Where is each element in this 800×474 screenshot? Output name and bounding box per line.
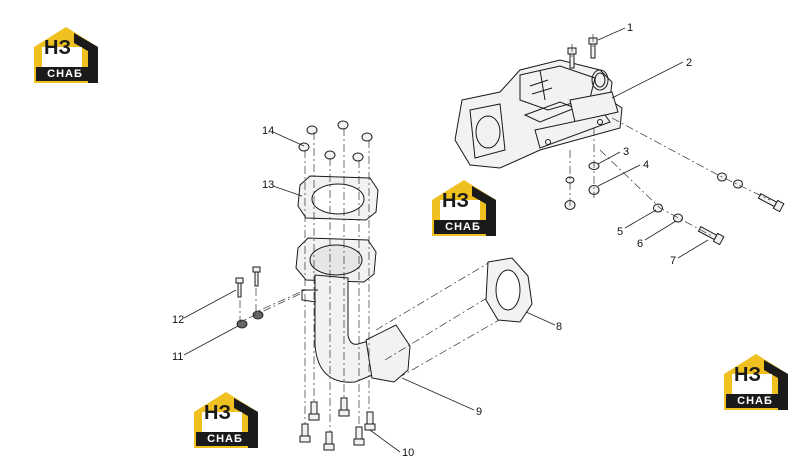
logo-mark: НЗ [734, 364, 761, 386]
logo-word: СНАБ [434, 220, 492, 234]
bolt-7 [697, 226, 725, 246]
bolt-right [757, 193, 785, 213]
bolt-12a [235, 277, 244, 298]
callout-7: 7 [670, 255, 676, 267]
callout-3: 3 [623, 146, 629, 158]
logo-word: СНАБ [36, 67, 94, 81]
callout-5: 5 [617, 226, 623, 238]
callout-14: 14 [262, 125, 274, 137]
callout-13: 13 [262, 179, 274, 191]
callout-1: 1 [627, 22, 633, 34]
callout-11: 11 [172, 351, 183, 363]
logo-word: СНАБ [726, 394, 784, 408]
turbo-housing [454, 59, 623, 169]
logo-watermark-top-left: НЗ СНАБ [30, 25, 102, 85]
logo-watermark-right: НЗ СНАБ [720, 352, 792, 412]
logo-mark: НЗ [442, 190, 469, 212]
flange-8 [485, 257, 533, 323]
bolt-12b [252, 266, 261, 287]
callout-10: 10 [402, 447, 414, 459]
callout-9: 9 [476, 406, 482, 418]
nuts-14 [298, 120, 373, 162]
nut-11b [252, 310, 264, 320]
callout-4: 4 [643, 159, 649, 171]
washer-right-b [733, 179, 743, 189]
logo-watermark-center: НЗ СНАБ [428, 178, 500, 238]
bolts-10 [299, 397, 376, 451]
callout-8: 8 [556, 321, 562, 333]
logo-watermark-bottom-left: НЗ СНАБ [190, 390, 262, 450]
logo-mark: НЗ [204, 402, 231, 424]
callout-6: 6 [637, 238, 643, 250]
nut-11a [236, 319, 248, 329]
logo-word: СНАБ [196, 432, 254, 446]
callout-2: 2 [686, 57, 692, 69]
logo-mark: НЗ [44, 37, 71, 59]
leader-lines [183, 27, 709, 453]
gasket-13 [297, 175, 379, 221]
pipe-9 [295, 237, 521, 383]
callout-12: 12 [172, 314, 184, 326]
washer-6 [673, 213, 683, 223]
